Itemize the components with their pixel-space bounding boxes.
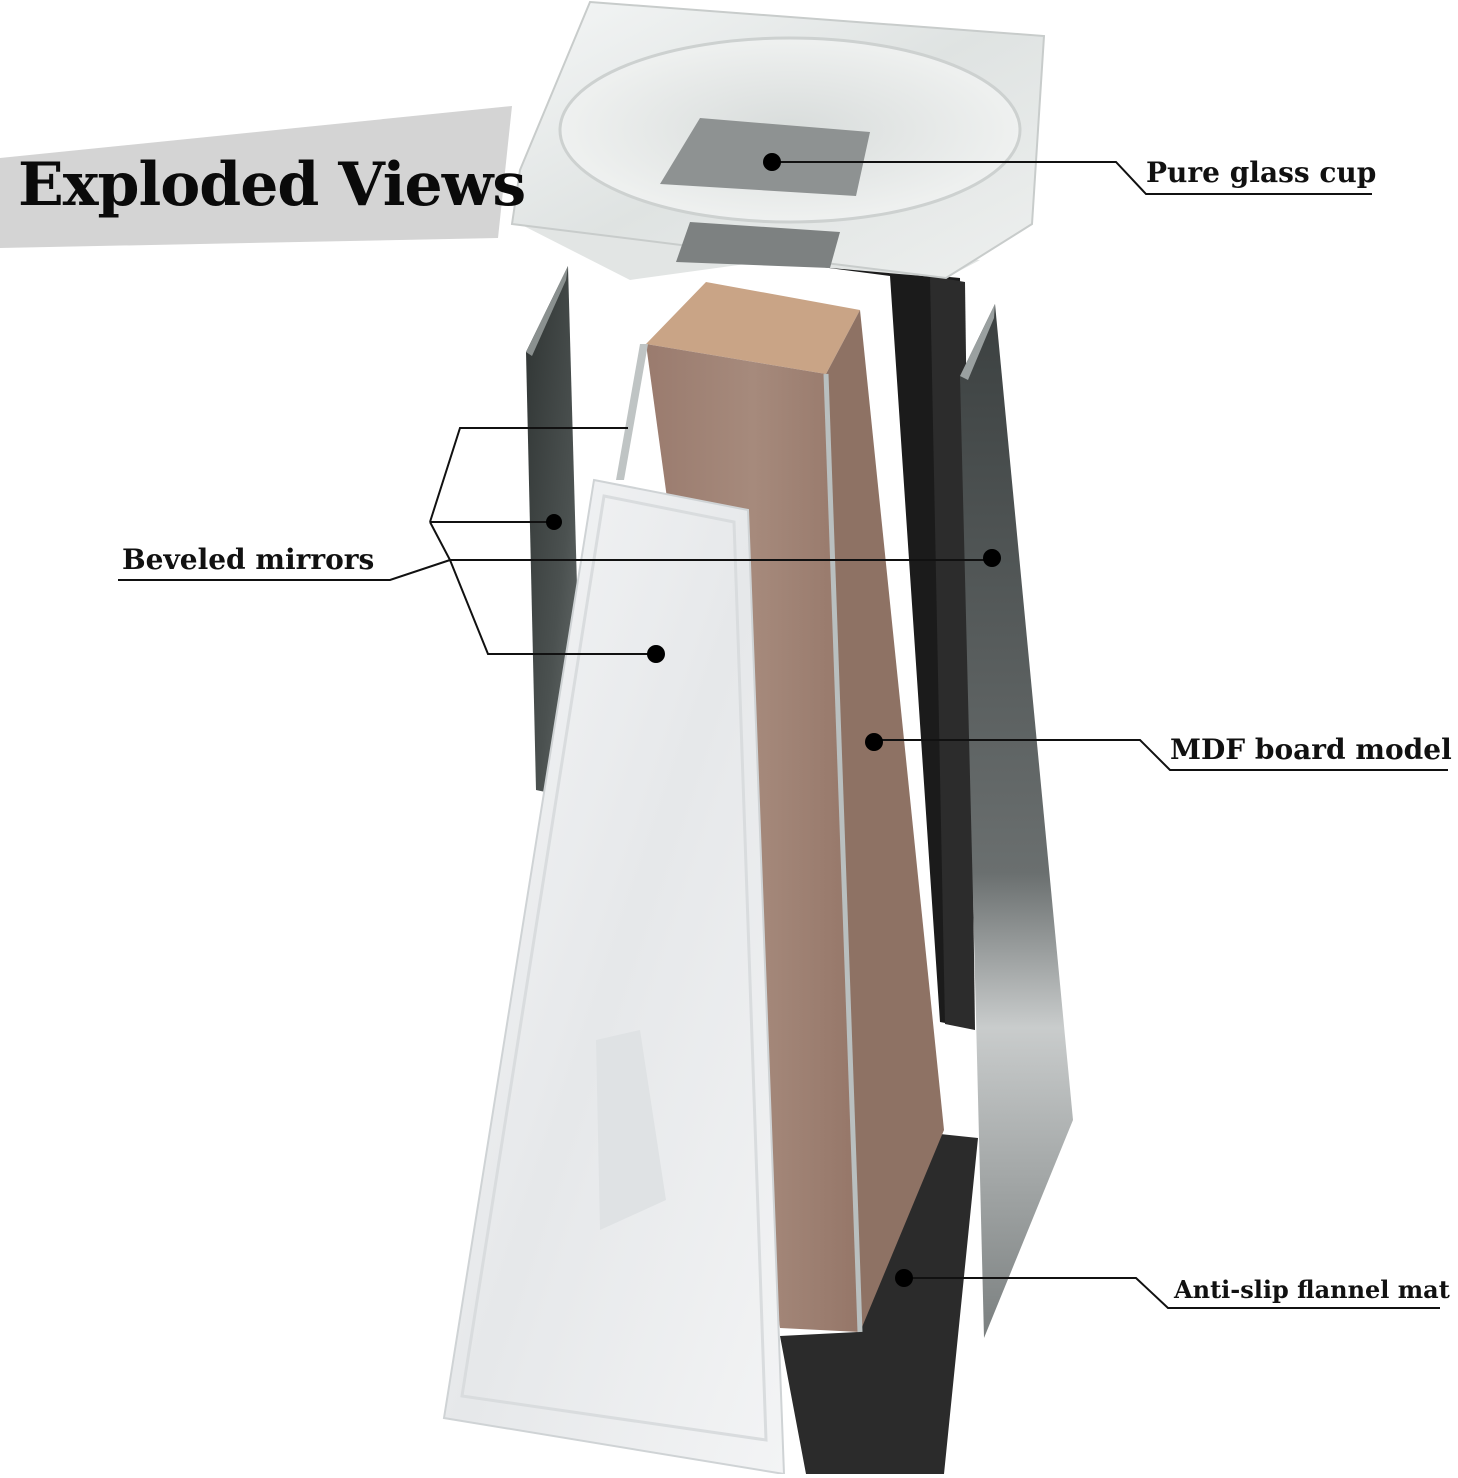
mdf-board-right — [826, 310, 944, 1332]
leader-mdf — [874, 739, 1448, 771]
leader-mirror-1 — [429, 427, 628, 523]
dot-left-mirror — [546, 514, 562, 530]
dot-right-mirror — [983, 549, 1001, 567]
leader-mirror-hub — [118, 521, 452, 581]
right-mirror — [960, 304, 1073, 1338]
anchor-dots — [546, 153, 1001, 1287]
front-mirror — [442, 478, 786, 1476]
label-glass-cup: Pure glass cup — [1146, 156, 1377, 189]
label-beveled-mirrors: Beveled mirrors — [122, 543, 375, 576]
mdf-mirror-edge — [616, 344, 648, 480]
flannel-mat — [780, 1134, 978, 1474]
banner-background — [0, 106, 512, 248]
leader-glass-cup — [772, 161, 1372, 195]
dot-front-mirror — [647, 645, 665, 663]
dot-glass-cup — [763, 153, 781, 171]
banner-title: Exploded Views — [18, 150, 526, 220]
label-flannel-mat: Anti-slip flannel mat — [1174, 1275, 1450, 1304]
left-mirror-bevel — [526, 266, 568, 356]
front-mirror-inner — [460, 494, 768, 1442]
leader-mat — [904, 1277, 1440, 1309]
dot-mat — [895, 1269, 913, 1287]
back-panel — [752, 258, 972, 1028]
front-mirror-reflection — [596, 1030, 666, 1230]
mdf-board-top — [646, 282, 860, 374]
glass-cup-base-reflection — [676, 222, 840, 268]
mdf-edge-line — [823, 373, 863, 1333]
label-mdf-board: MDF board model — [1170, 733, 1452, 766]
right-mirror-bevel — [960, 304, 995, 380]
leader-mirror-4 — [449, 559, 654, 655]
dot-mdf — [865, 733, 883, 751]
leader-lines — [118, 161, 1448, 1309]
